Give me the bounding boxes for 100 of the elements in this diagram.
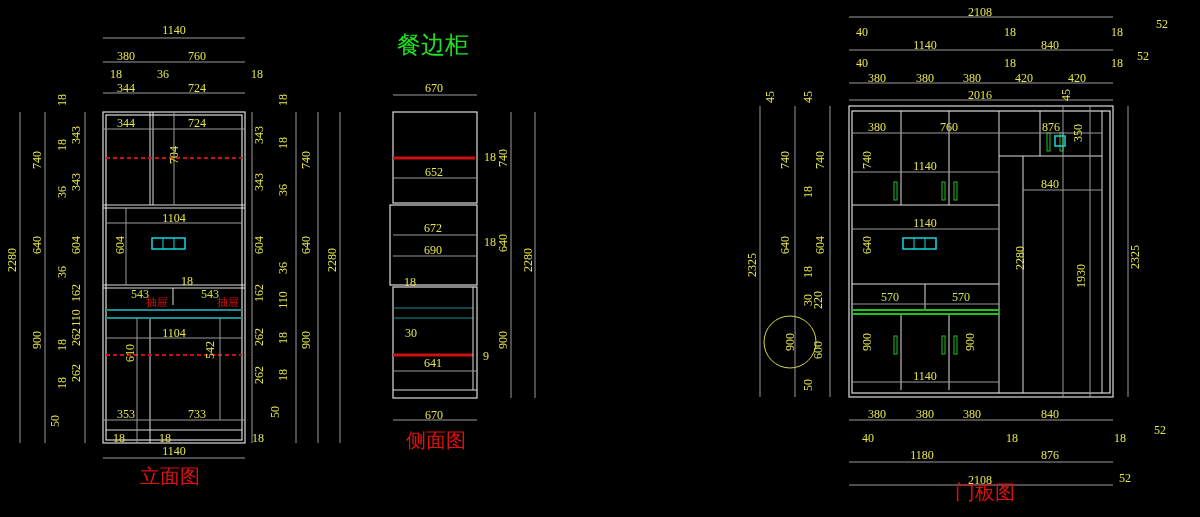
dimension-label: 2108 bbox=[968, 6, 992, 18]
dimension-label: 2280 bbox=[6, 248, 18, 272]
dimension-label: 52 bbox=[1154, 424, 1166, 436]
dimension-label: 18 bbox=[251, 68, 263, 80]
dimension-label: 18 bbox=[56, 139, 68, 151]
dimension-label: 760 bbox=[940, 121, 958, 133]
dimension-label: 900 bbox=[497, 331, 509, 349]
drawer-note: 抽屉 bbox=[217, 296, 239, 308]
dimension-label: 740 bbox=[300, 151, 312, 169]
dimension-label: 604 bbox=[814, 236, 826, 254]
dimension-label: 600 bbox=[812, 341, 824, 359]
dimension-label: 570 bbox=[881, 291, 899, 303]
dimension-label: 1104 bbox=[162, 212, 186, 224]
dimension-label: 50 bbox=[49, 415, 61, 427]
dimension-label: 18 bbox=[252, 432, 264, 444]
dimension-label: 640 bbox=[861, 236, 873, 254]
dimension-label: 162 bbox=[70, 284, 82, 302]
dimension-label: 1140 bbox=[913, 39, 937, 51]
dimension-label: 380 bbox=[868, 72, 886, 84]
dimension-label: 640 bbox=[497, 234, 509, 252]
dimension-label: 36 bbox=[157, 68, 169, 80]
dimension-label: 52 bbox=[1156, 18, 1168, 30]
dimension-label: 604 bbox=[253, 236, 265, 254]
dimension-label: 670 bbox=[425, 409, 443, 421]
dimension-label: 162 bbox=[253, 284, 265, 302]
dimension-label: 110 bbox=[70, 309, 82, 327]
dimension-label: 18 bbox=[1004, 57, 1016, 69]
dimension-label: 543 bbox=[201, 288, 219, 300]
dimension-label: 2280 bbox=[326, 248, 338, 272]
dimension-label: 840 bbox=[1041, 39, 1059, 51]
dimension-label: 45 bbox=[764, 91, 776, 103]
dimension-label: 2280 bbox=[1014, 246, 1026, 270]
dimension-label: 30 bbox=[405, 327, 417, 339]
dimension-label: 380 bbox=[868, 408, 886, 420]
dimension-label: 9 bbox=[483, 350, 489, 362]
dimension-label: 18 bbox=[277, 332, 289, 344]
dimension-label: 45 bbox=[1060, 89, 1072, 101]
dimension-label: 420 bbox=[1015, 72, 1033, 84]
dimension-label: 690 bbox=[424, 244, 442, 256]
dimension-label: 900 bbox=[964, 333, 976, 351]
dimension-label: 1930 bbox=[1075, 264, 1087, 288]
dimension-label: 1104 bbox=[162, 327, 186, 339]
dimension-label: 353 bbox=[117, 408, 135, 420]
dimension-label: 640 bbox=[779, 236, 791, 254]
drawing-title: 餐边柜 bbox=[397, 33, 469, 57]
dimension-label: 18 bbox=[1114, 432, 1126, 444]
dimension-label: 18 bbox=[1111, 57, 1123, 69]
dimension-label: 740 bbox=[861, 151, 873, 169]
dimension-label: 604 bbox=[70, 236, 82, 254]
dimension-label: 1140 bbox=[913, 217, 937, 229]
dimension-label: 40 bbox=[862, 432, 874, 444]
dimension-label: 2325 bbox=[1129, 245, 1141, 269]
dimension-label: 18 bbox=[56, 339, 68, 351]
dimension-label: 18 bbox=[56, 377, 68, 389]
dimension-label: 262 bbox=[253, 366, 265, 384]
dimension-label: 220 bbox=[812, 291, 824, 309]
dimension-label: 262 bbox=[70, 364, 82, 382]
dimension-label: 18 bbox=[484, 151, 496, 163]
dimension-label: 380 bbox=[963, 72, 981, 84]
drawer-note: 抽屉 bbox=[146, 296, 168, 308]
dimension-label: 380 bbox=[868, 121, 886, 133]
dimension-label: 672 bbox=[424, 222, 442, 234]
dimension-label: 18 bbox=[277, 94, 289, 106]
dimension-label: 1140 bbox=[162, 445, 186, 457]
dimension-label: 343 bbox=[253, 126, 265, 144]
dimension-label: 1180 bbox=[910, 449, 934, 461]
dimension-label: 640 bbox=[31, 236, 43, 254]
dimension-label: 18 bbox=[277, 369, 289, 381]
dimension-label: 350 bbox=[1072, 124, 1084, 142]
dimension-label: 641 bbox=[424, 357, 442, 369]
dimension-label: 1140 bbox=[162, 24, 186, 36]
dimension-label: 900 bbox=[784, 333, 796, 351]
dimension-label: 18 bbox=[802, 186, 814, 198]
dimension-label: 652 bbox=[425, 166, 443, 178]
dimension-label: 50 bbox=[802, 379, 814, 391]
dimension-label: 420 bbox=[1068, 72, 1086, 84]
dimension-label: 704 bbox=[168, 146, 180, 164]
dimension-label: 40 bbox=[856, 26, 868, 38]
dimension-label: 724 bbox=[188, 117, 206, 129]
dimension-label: 733 bbox=[188, 408, 206, 420]
dimension-label: 18 bbox=[56, 94, 68, 106]
dimension-label: 36 bbox=[56, 266, 68, 278]
dimension-label: 380 bbox=[916, 72, 934, 84]
dimension-label: 18 bbox=[110, 68, 122, 80]
dimension-label: 262 bbox=[70, 328, 82, 346]
dimension-label: 380 bbox=[963, 408, 981, 420]
dimension-label: 18 bbox=[113, 432, 125, 444]
dimension-label: 1140 bbox=[913, 160, 937, 172]
dimension-label: 840 bbox=[1041, 178, 1059, 190]
dimension-label: 18 bbox=[802, 266, 814, 278]
dimension-label: 343 bbox=[70, 126, 82, 144]
dimension-label: 640 bbox=[300, 236, 312, 254]
dimension-label: 670 bbox=[425, 82, 443, 94]
dimension-label: 740 bbox=[779, 151, 791, 169]
dimension-label: 52 bbox=[1119, 472, 1131, 484]
dimension-label: 876 bbox=[1041, 449, 1059, 461]
dimension-label: 36 bbox=[56, 186, 68, 198]
view-title: 立面图 bbox=[140, 466, 200, 486]
view-title: 门板图 bbox=[955, 482, 1015, 502]
dimension-label: 724 bbox=[188, 82, 206, 94]
